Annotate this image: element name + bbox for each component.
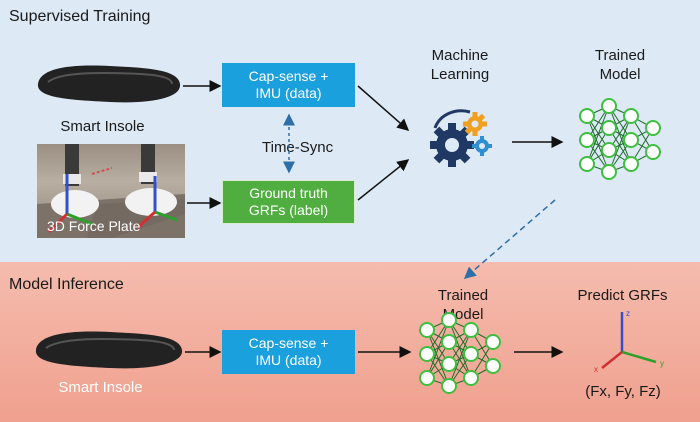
- machine-learning-label: Machine Learning: [430, 47, 490, 83]
- nn-node: [623, 132, 639, 148]
- nn-node: [463, 322, 479, 338]
- fx-fy-fz-label: (Fx, Fy, Fz): [585, 383, 661, 400]
- nn-edge: [586, 115, 610, 173]
- nn-node: [419, 322, 435, 338]
- data-box-bottom: Cap-sense +IMU (data): [222, 330, 355, 374]
- nn-node: [419, 370, 435, 386]
- predict-grfs-label: Predict GRFs: [577, 287, 668, 304]
- nn-node: [485, 334, 501, 350]
- nn-edge: [608, 105, 632, 165]
- nn-node: [601, 164, 617, 180]
- trained-model-bottom-icon: [419, 312, 501, 394]
- supervised-training-title: Supervised Training: [9, 8, 151, 25]
- z-letter: z: [626, 309, 630, 318]
- nn-node: [441, 312, 457, 328]
- smart-insole-top: [37, 65, 181, 103]
- nn-node: [645, 144, 661, 160]
- smart-insole-bottom: [35, 331, 183, 369]
- nn-node: [645, 120, 661, 136]
- data-box-top: Cap-sense +IMU (data): [222, 63, 355, 107]
- smart-insole-label-bottom: Smart Insole: [58, 379, 143, 396]
- trained-model-label-top: Trained Model: [594, 47, 646, 83]
- nn-edge: [586, 105, 610, 165]
- nn-node: [579, 108, 595, 124]
- nn-node: [601, 120, 617, 136]
- nn-edge: [608, 115, 632, 173]
- nn-node: [441, 356, 457, 372]
- nn-node: [419, 346, 435, 362]
- model-inference-title: Model Inference: [9, 276, 124, 293]
- force-plate-caption: 3D Force Plate: [47, 218, 141, 234]
- nn-node: [579, 132, 595, 148]
- arrow-data-to-ml: [357, 85, 410, 131]
- y-axis: [621, 350, 657, 364]
- grf-axes-icon: z x y: [594, 309, 664, 374]
- force-plate-photo: 3D Force Plate: [37, 144, 185, 238]
- nn-edge: [448, 329, 472, 387]
- y-letter: y: [660, 359, 664, 368]
- nn-node: [463, 370, 479, 386]
- nn-node: [579, 156, 595, 172]
- nn-node: [601, 98, 617, 114]
- nn-node: [623, 108, 639, 124]
- arrow-model-transfer: [463, 199, 556, 279]
- x-letter: x: [594, 365, 598, 374]
- machine-learning-gears-icon: [430, 109, 492, 167]
- arrow-label-to-ml: [357, 159, 410, 201]
- nn-edge: [426, 319, 450, 379]
- nn-node: [601, 142, 617, 158]
- trained-model-top-icon: [579, 98, 661, 180]
- x-axis: [601, 351, 623, 369]
- nn-node: [463, 346, 479, 362]
- nn-edge: [426, 329, 450, 387]
- nn-node: [485, 358, 501, 374]
- nn-node: [441, 378, 457, 394]
- nn-node: [441, 334, 457, 350]
- smart-insole-label-top: Smart Insole: [60, 118, 145, 135]
- nn-node: [623, 156, 639, 172]
- nn-edge: [448, 319, 472, 379]
- time-sync-label: Time-Sync: [262, 139, 334, 156]
